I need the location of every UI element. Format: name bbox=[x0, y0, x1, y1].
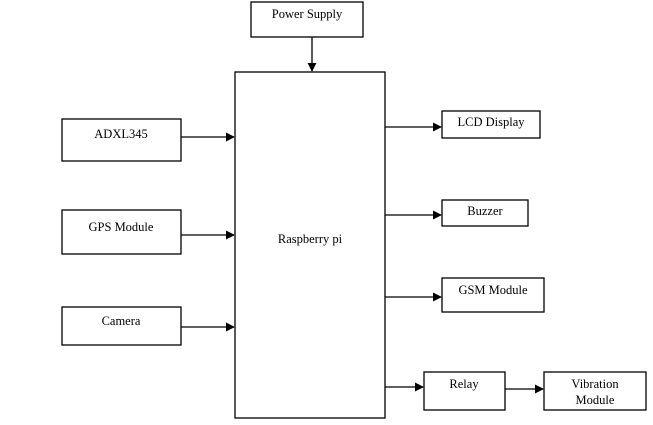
vibration-module-block: Vibration Module bbox=[543, 371, 647, 411]
buzzer-label: Buzzer bbox=[467, 204, 503, 218]
power-supply-block: Power Supply bbox=[250, 1, 364, 38]
relay-block: Relay bbox=[423, 371, 506, 411]
camera-block: Camera bbox=[61, 306, 182, 346]
lcd-display-block: LCD Display bbox=[441, 110, 541, 139]
camera-label: Camera bbox=[102, 314, 141, 328]
buzzer-block: Buzzer bbox=[441, 199, 529, 227]
vibration-module-label-line1: Vibration bbox=[571, 377, 619, 391]
power-supply-label: Power Supply bbox=[272, 7, 343, 21]
adxl345-block: ADXL345 bbox=[61, 118, 182, 162]
gps-module-block: GPS Module bbox=[61, 209, 182, 255]
lcd-display-label: LCD Display bbox=[457, 115, 525, 129]
raspberry-pi-block: Raspberry pi bbox=[234, 71, 386, 419]
gsm-module-label: GSM Module bbox=[458, 283, 528, 297]
vibration-module-label-line2: Module bbox=[576, 393, 615, 407]
raspberry-pi-label: Raspberry pi bbox=[278, 232, 343, 246]
gps-module-label: GPS Module bbox=[89, 220, 154, 234]
adxl345-label: ADXL345 bbox=[94, 127, 147, 141]
relay-label: Relay bbox=[449, 377, 479, 391]
gsm-module-block: GSM Module bbox=[441, 277, 545, 313]
